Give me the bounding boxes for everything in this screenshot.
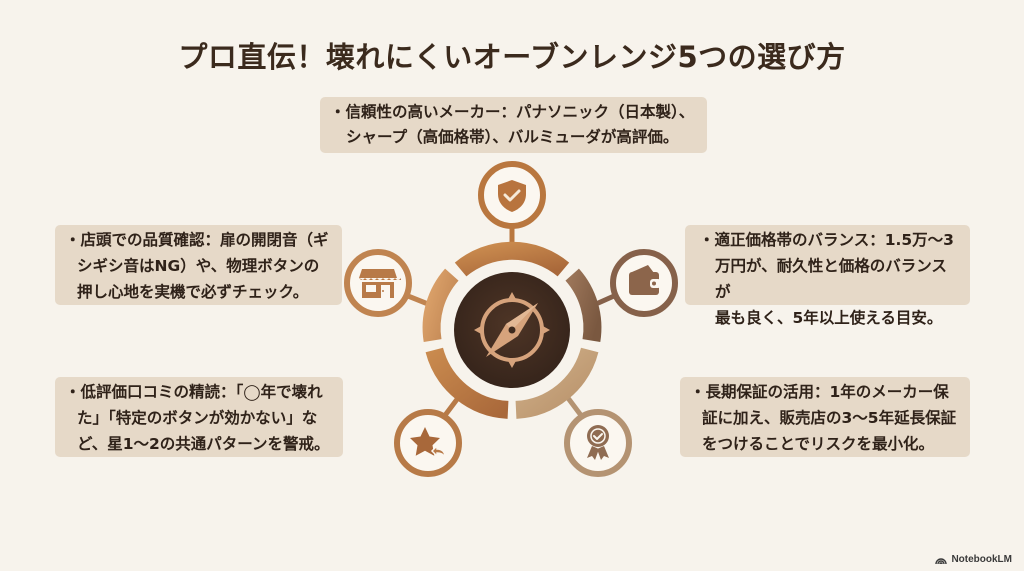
bullet: ・	[330, 103, 346, 121]
satellite-bottom-left	[394, 409, 462, 477]
card-reliable-makers: ・信頼性の高いメーカー：パナソニック（日本製）、 シャープ（高価格帯）、バルミュ…	[320, 97, 707, 153]
card-line: た」「特定のボタンが効かない」な	[77, 409, 318, 427]
card-line: ・低評価口コミの精読：「◯年で壊れ	[65, 379, 331, 405]
satellite-top	[478, 161, 546, 229]
card-price-balance: ・適正価格帯のバランス：1.5万〜3 万円が、耐久性と価格のバランスが 最も良く…	[685, 225, 970, 327]
card-line: 万円が、耐久性と価格のバランスが	[715, 257, 947, 301]
bullet: ・	[690, 383, 706, 401]
card-line: ど、星1〜2の共通パターンを警戒。	[77, 435, 330, 453]
center-hub	[454, 272, 570, 388]
card-line: ・店頭での品質確認：扉の開閉音（ギ	[65, 227, 330, 253]
card-line: ・信頼性の高いメーカー：パナソニック（日本製）、	[330, 100, 697, 125]
compass-icon	[474, 292, 550, 368]
bullet: ・	[65, 231, 81, 249]
award-badge-icon	[587, 425, 609, 460]
card-line: 押し心地を実機で必ずチェック。	[77, 283, 309, 301]
shield-check-icon	[498, 180, 526, 212]
card-line: 最も良く、5年以上使える目安。	[715, 309, 943, 327]
bullet: ・	[699, 231, 715, 249]
card-extended-warranty: ・長期保証の活用：1年のメーカー保 証に加え、販売店の3〜5年延長保証 をつける…	[680, 377, 970, 457]
notebooklm-logo-icon	[935, 557, 948, 564]
card-line: シギシ音はNG）や、物理ボタンの	[77, 257, 320, 275]
card-line: ・長期保証の活用：1年のメーカー保	[690, 379, 958, 405]
satellite-left	[344, 249, 412, 317]
wallet-icon	[629, 265, 661, 295]
ring-segments	[422, 241, 602, 419]
card-line: をつけることでリスクを最小化。	[702, 435, 935, 453]
card-line: シャープ（高価格帯）、バルミューダが高評価。	[346, 128, 679, 146]
satellite-bottom-right	[564, 409, 632, 477]
notebooklm-watermark: NotebookLM	[935, 554, 1012, 565]
card-text-line: 低評価口コミの精読：「◯年で壊れ	[80, 383, 323, 401]
star-reply-icon	[410, 427, 446, 460]
card-line: 証に加え、販売店の3〜5年延長保証	[702, 409, 957, 427]
card-text-line: 長期保証の活用：1年のメーカー保	[705, 383, 949, 401]
card-store-check: ・店頭での品質確認：扉の開閉音（ギ シギシ音はNG）や、物理ボタンの 押し心地を…	[55, 225, 342, 305]
connectors	[405, 225, 617, 417]
card-line: ・適正価格帯のバランス：1.5万〜3	[699, 227, 960, 253]
card-text-line: 店頭での品質確認：扉の開閉音（ギ	[80, 231, 329, 249]
card-text-line: 信頼性の高いメーカー：パナソニック（日本製）、	[345, 103, 695, 121]
watermark-text: NotebookLM	[951, 554, 1012, 565]
card-low-reviews: ・低評価口コミの精読：「◯年で壊れ た」「特定のボタンが効かない」な ど、星1〜…	[55, 377, 343, 457]
card-text-line: 適正価格帯のバランス：1.5万〜3	[714, 231, 954, 249]
satellite-right	[610, 249, 678, 317]
page-title: プロ直伝！壊れにくいオーブンレンジ5つの選び方	[178, 40, 846, 74]
bullet: ・	[65, 383, 81, 401]
store-icon	[359, 269, 401, 298]
